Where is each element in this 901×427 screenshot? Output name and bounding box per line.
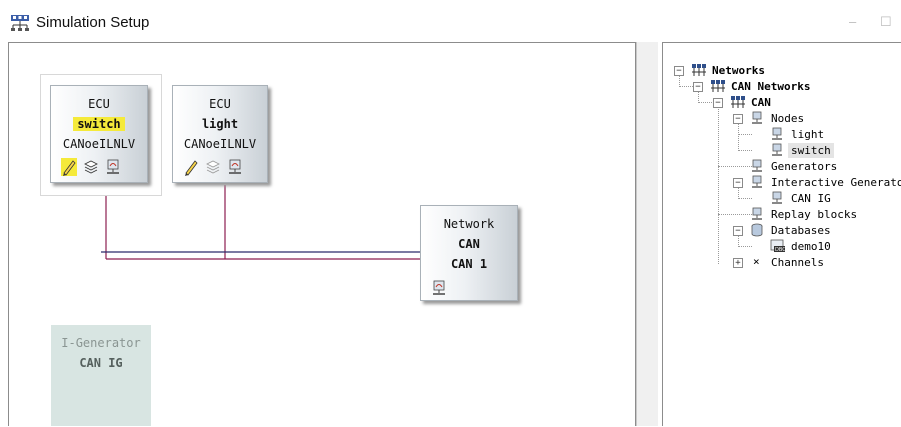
tree-item-interactive-generators[interactable]: − Interactive Generators: [733, 175, 901, 191]
tree-label: CAN Networks: [731, 80, 811, 93]
window-title: Simulation Setup: [36, 14, 150, 31]
computer-node-icon: [750, 207, 764, 221]
ecu-name-label: switch: [73, 117, 125, 131]
igen-name-label: CAN IG: [79, 356, 123, 370]
tree-item-generators[interactable]: Generators: [750, 159, 893, 175]
svg-text:DBC: DBC: [775, 247, 786, 253]
ecu-dll-label: CANoeILNLV: [62, 137, 136, 151]
network-tree: − Networks − CAN Networks − CAN −: [663, 43, 901, 426]
tree-item-can-networks[interactable]: − CAN Networks: [693, 79, 893, 95]
tree-label: Replay blocks: [771, 208, 858, 221]
ecu-type-label: ECU: [209, 97, 231, 111]
tree-label: Networks: [712, 64, 765, 77]
network-icon: [710, 79, 725, 93]
maximize-button[interactable]: ☐: [880, 14, 892, 29]
tree-label: Databases: [771, 224, 831, 237]
database-icon: [750, 223, 764, 237]
pencil-icon[interactable]: [61, 158, 77, 176]
tree-label: light: [791, 128, 825, 141]
stack-icon[interactable]: [205, 158, 221, 176]
pencil-icon[interactable]: [183, 158, 199, 176]
tree-label: demo10: [791, 240, 831, 253]
network-node-icon[interactable]: [431, 279, 447, 297]
computer-node-icon: [750, 175, 764, 189]
tree-label: Generators: [771, 160, 838, 173]
computer-node-icon: [750, 111, 764, 125]
ecu-type-label: ECU: [88, 97, 110, 111]
network-node-icon[interactable]: [227, 158, 243, 176]
igen-block-can-ig[interactable]: I-Generator CAN IG: [51, 325, 151, 426]
expand-toggle[interactable]: +: [733, 258, 743, 268]
tree-label: CAN: [751, 96, 771, 109]
collapse-toggle[interactable]: −: [674, 66, 684, 76]
tree-label: Nodes: [771, 112, 805, 125]
ecu-dll-label: CANoeILNLV: [183, 137, 257, 151]
computer-node-icon: [750, 159, 764, 173]
tree-item-db-demo10[interactable]: DBC demo10: [753, 239, 893, 255]
network-block-can[interactable]: Network CAN CAN 1: [420, 205, 518, 301]
tree-item-databases[interactable]: − Databases: [733, 223, 893, 239]
tree-label-selected: switch: [788, 143, 834, 158]
network-icon: [691, 63, 706, 77]
tree-label: Channels: [771, 256, 824, 269]
igen-type-label: I-Generator: [61, 336, 141, 350]
tree-item-can[interactable]: − CAN: [713, 95, 893, 111]
tree-item-can-ig[interactable]: CAN IG: [753, 191, 893, 207]
dbc-file-icon: DBC: [770, 239, 786, 253]
network-node-icon[interactable]: [105, 158, 121, 176]
tree-label: Interactive Generators: [771, 176, 901, 189]
stack-icon[interactable]: [83, 158, 99, 176]
tree-item-replay-blocks[interactable]: Replay blocks: [750, 207, 893, 223]
tree-item-networks[interactable]: − Networks: [674, 63, 894, 79]
computer-node-icon: [770, 143, 784, 157]
computer-node-icon: [770, 191, 784, 205]
network-bus-label: CAN: [458, 237, 480, 251]
title-bar: Simulation Setup – ☐: [0, 0, 901, 40]
ecu-block-switch[interactable]: ECU switch CANoeILNLV: [50, 85, 148, 183]
tree-label: CAN IG: [791, 192, 831, 205]
bus-connections: [101, 185, 421, 260]
collapse-toggle[interactable]: −: [733, 114, 743, 124]
ecu-block-light[interactable]: ECU light CANoeILNLV: [172, 85, 268, 183]
tree-item-channels[interactable]: + × Channels: [733, 255, 893, 271]
network-tree-pane: − Networks − CAN Networks − CAN −: [662, 42, 901, 426]
collapse-toggle[interactable]: −: [733, 226, 743, 236]
network-name-label: CAN 1: [450, 257, 488, 271]
collapse-toggle[interactable]: −: [733, 178, 743, 188]
tree-item-node-light[interactable]: light: [753, 127, 893, 143]
network-type-label: Network: [443, 217, 495, 231]
computer-node-icon: [770, 127, 784, 141]
simulation-setup-icon: [10, 14, 30, 32]
channels-icon: ×: [753, 255, 760, 268]
collapse-toggle[interactable]: −: [693, 82, 703, 92]
ecu-name-label: light: [201, 117, 239, 131]
minimize-button[interactable]: –: [849, 14, 857, 29]
canvas-vertical-scrollbar[interactable]: [636, 42, 658, 426]
collapse-toggle[interactable]: −: [713, 98, 723, 108]
tree-item-node-switch[interactable]: switch: [753, 143, 893, 159]
network-icon: [730, 95, 745, 109]
tree-item-nodes[interactable]: − Nodes: [733, 111, 893, 127]
